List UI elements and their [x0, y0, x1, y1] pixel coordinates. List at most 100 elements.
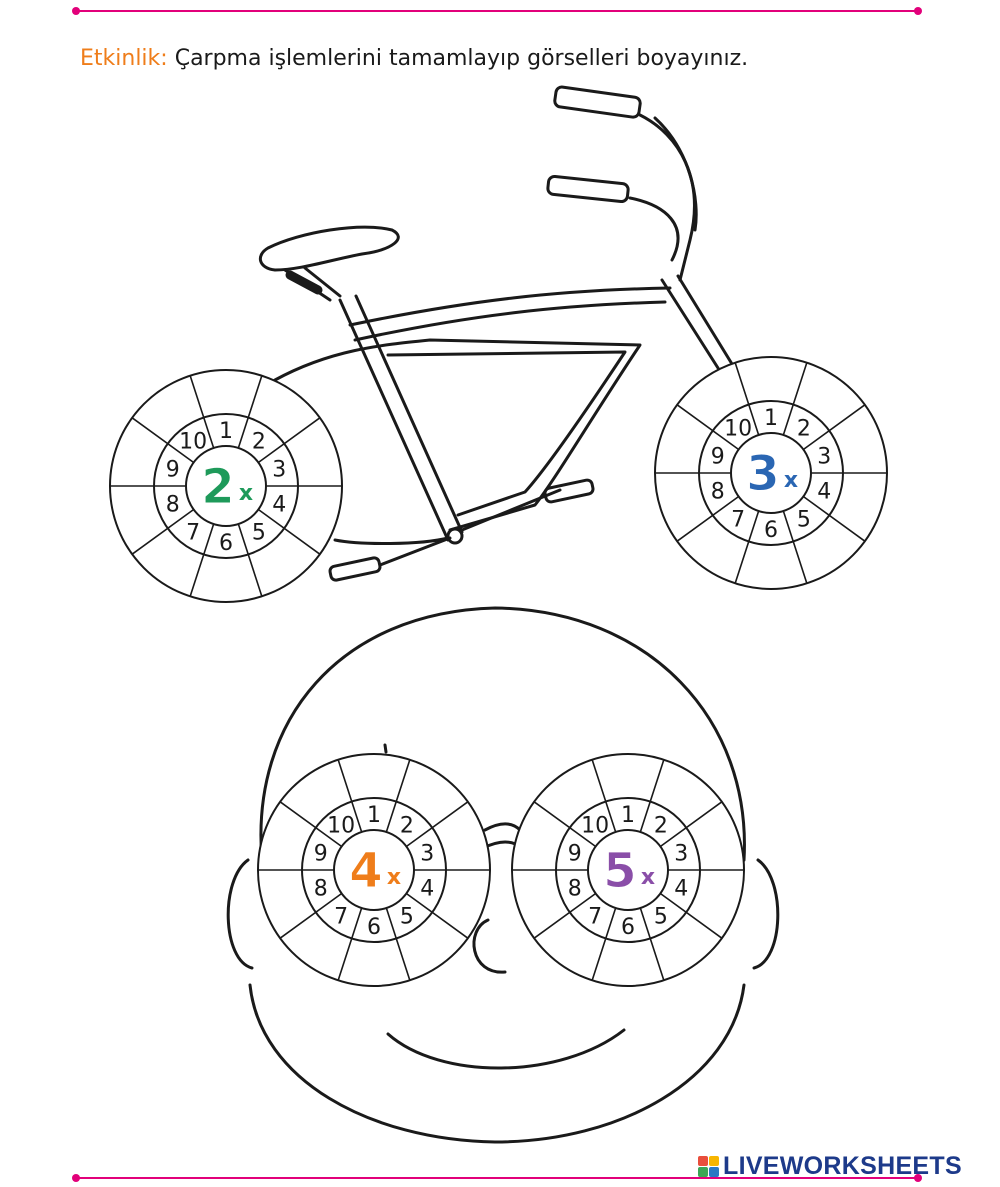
wheel-number: 6	[367, 915, 381, 940]
answer-slot[interactable]	[208, 562, 244, 598]
wheel-number: 4	[817, 479, 831, 504]
wheel-spoke	[639, 759, 665, 833]
wheel-spoke	[279, 892, 343, 939]
answer-slot[interactable]	[119, 497, 155, 533]
answer-slot[interactable]	[356, 946, 392, 982]
wheel-number: 1	[764, 406, 778, 431]
wheel-number: 3	[817, 445, 831, 470]
answer-slot[interactable]	[411, 776, 447, 812]
answer-slot[interactable]	[753, 361, 789, 397]
wheel-number: 2	[400, 814, 414, 839]
answer-slot[interactable]	[555, 928, 591, 964]
brand-name: LIVEWORKSHEETS	[723, 1151, 962, 1180]
multiplier-number: 5	[603, 843, 636, 899]
answer-slot[interactable]	[267, 881, 303, 917]
wheel-number: 2	[252, 430, 266, 455]
wheel-number: 3	[674, 842, 688, 867]
wheel-spoke	[257, 417, 321, 464]
wheel-number: 9	[711, 445, 725, 470]
answer-slot[interactable]	[699, 823, 735, 859]
answer-slot[interactable]	[699, 881, 735, 917]
answer-slot[interactable]	[297, 439, 333, 475]
wheel-number: 2	[797, 417, 811, 442]
multiplier-number: 3	[746, 446, 779, 502]
answer-slot[interactable]	[808, 379, 844, 415]
answer-slot[interactable]	[521, 881, 557, 917]
logo-icon	[698, 1155, 719, 1177]
wheel-spoke	[734, 510, 760, 584]
answer-slot[interactable]	[445, 823, 481, 859]
wheel-number: 8	[166, 492, 180, 517]
answer-slot[interactable]	[665, 776, 701, 812]
wheel-spoke	[533, 801, 597, 848]
wheel-spoke	[189, 375, 215, 449]
bicycle-handlebars	[546, 85, 698, 282]
wheel-spoke	[659, 892, 723, 939]
wheel-spoke	[659, 801, 723, 848]
wheel-spoke	[189, 523, 215, 597]
answer-slot[interactable]	[301, 928, 337, 964]
answer-slot[interactable]	[610, 758, 646, 794]
answer-slot[interactable]	[208, 374, 244, 410]
wheel-spoke	[676, 495, 740, 542]
answer-slot[interactable]	[665, 928, 701, 964]
liveworksheets-logo[interactable]: LIVEWORKSHEETS	[698, 1150, 962, 1182]
answer-slot[interactable]	[698, 379, 734, 415]
multiplier-number: 2	[201, 459, 234, 515]
wheel-number: 8	[711, 479, 725, 504]
wheel-number: 7	[731, 507, 745, 532]
answer-slot[interactable]	[842, 426, 878, 462]
wheel-number: 2	[654, 814, 668, 839]
wheel-spoke	[676, 404, 740, 451]
wheel-spoke	[782, 510, 808, 584]
wheel-number: 5	[400, 904, 414, 929]
wheel-number: 4	[272, 492, 286, 517]
answer-slot[interactable]	[808, 531, 844, 567]
wheel-number: 7	[334, 904, 348, 929]
wheel-spoke	[405, 801, 469, 848]
answer-slot[interactable]	[153, 544, 189, 580]
wheel-number: 10	[179, 430, 207, 455]
answer-slot[interactable]	[610, 946, 646, 982]
answer-slot[interactable]	[411, 928, 447, 964]
multiply-symbol: x	[387, 865, 401, 890]
wheel-spoke	[802, 404, 866, 451]
answer-slot[interactable]	[301, 776, 337, 812]
instruction-body: Çarpma işlemlerini tamamlayıp görselleri…	[174, 46, 749, 71]
face-outline	[226, 606, 780, 1144]
bicycle-seat	[258, 225, 400, 302]
wheel-spoke	[237, 523, 263, 597]
answer-slot[interactable]	[753, 549, 789, 585]
answer-slot[interactable]	[555, 776, 591, 812]
wheel-number: 8	[314, 876, 328, 901]
answer-slot[interactable]	[842, 484, 878, 520]
answer-slot[interactable]	[267, 823, 303, 859]
wheel-number: 1	[367, 803, 381, 828]
wheel-number: 10	[724, 417, 752, 442]
answer-slot[interactable]	[263, 392, 299, 428]
wheel-spoke	[591, 907, 617, 981]
answer-slot[interactable]	[263, 544, 299, 580]
answer-slot[interactable]	[356, 758, 392, 794]
wheel-spoke	[257, 508, 321, 555]
answer-slot[interactable]	[153, 392, 189, 428]
wheel-number: 6	[621, 915, 635, 940]
wheel-number: 5	[797, 507, 811, 532]
smile	[386, 1028, 626, 1070]
answer-slot[interactable]	[445, 881, 481, 917]
answer-slot[interactable]	[664, 426, 700, 462]
answer-slot[interactable]	[664, 484, 700, 520]
wheel-spoke	[533, 892, 597, 939]
answer-slot[interactable]	[297, 497, 333, 533]
wheel-number: 9	[568, 842, 582, 867]
answer-slot[interactable]	[521, 823, 557, 859]
answer-slot[interactable]	[698, 531, 734, 567]
answer-slot[interactable]	[119, 439, 155, 475]
wheel-number: 10	[327, 814, 355, 839]
wheel-spoke	[734, 362, 760, 436]
